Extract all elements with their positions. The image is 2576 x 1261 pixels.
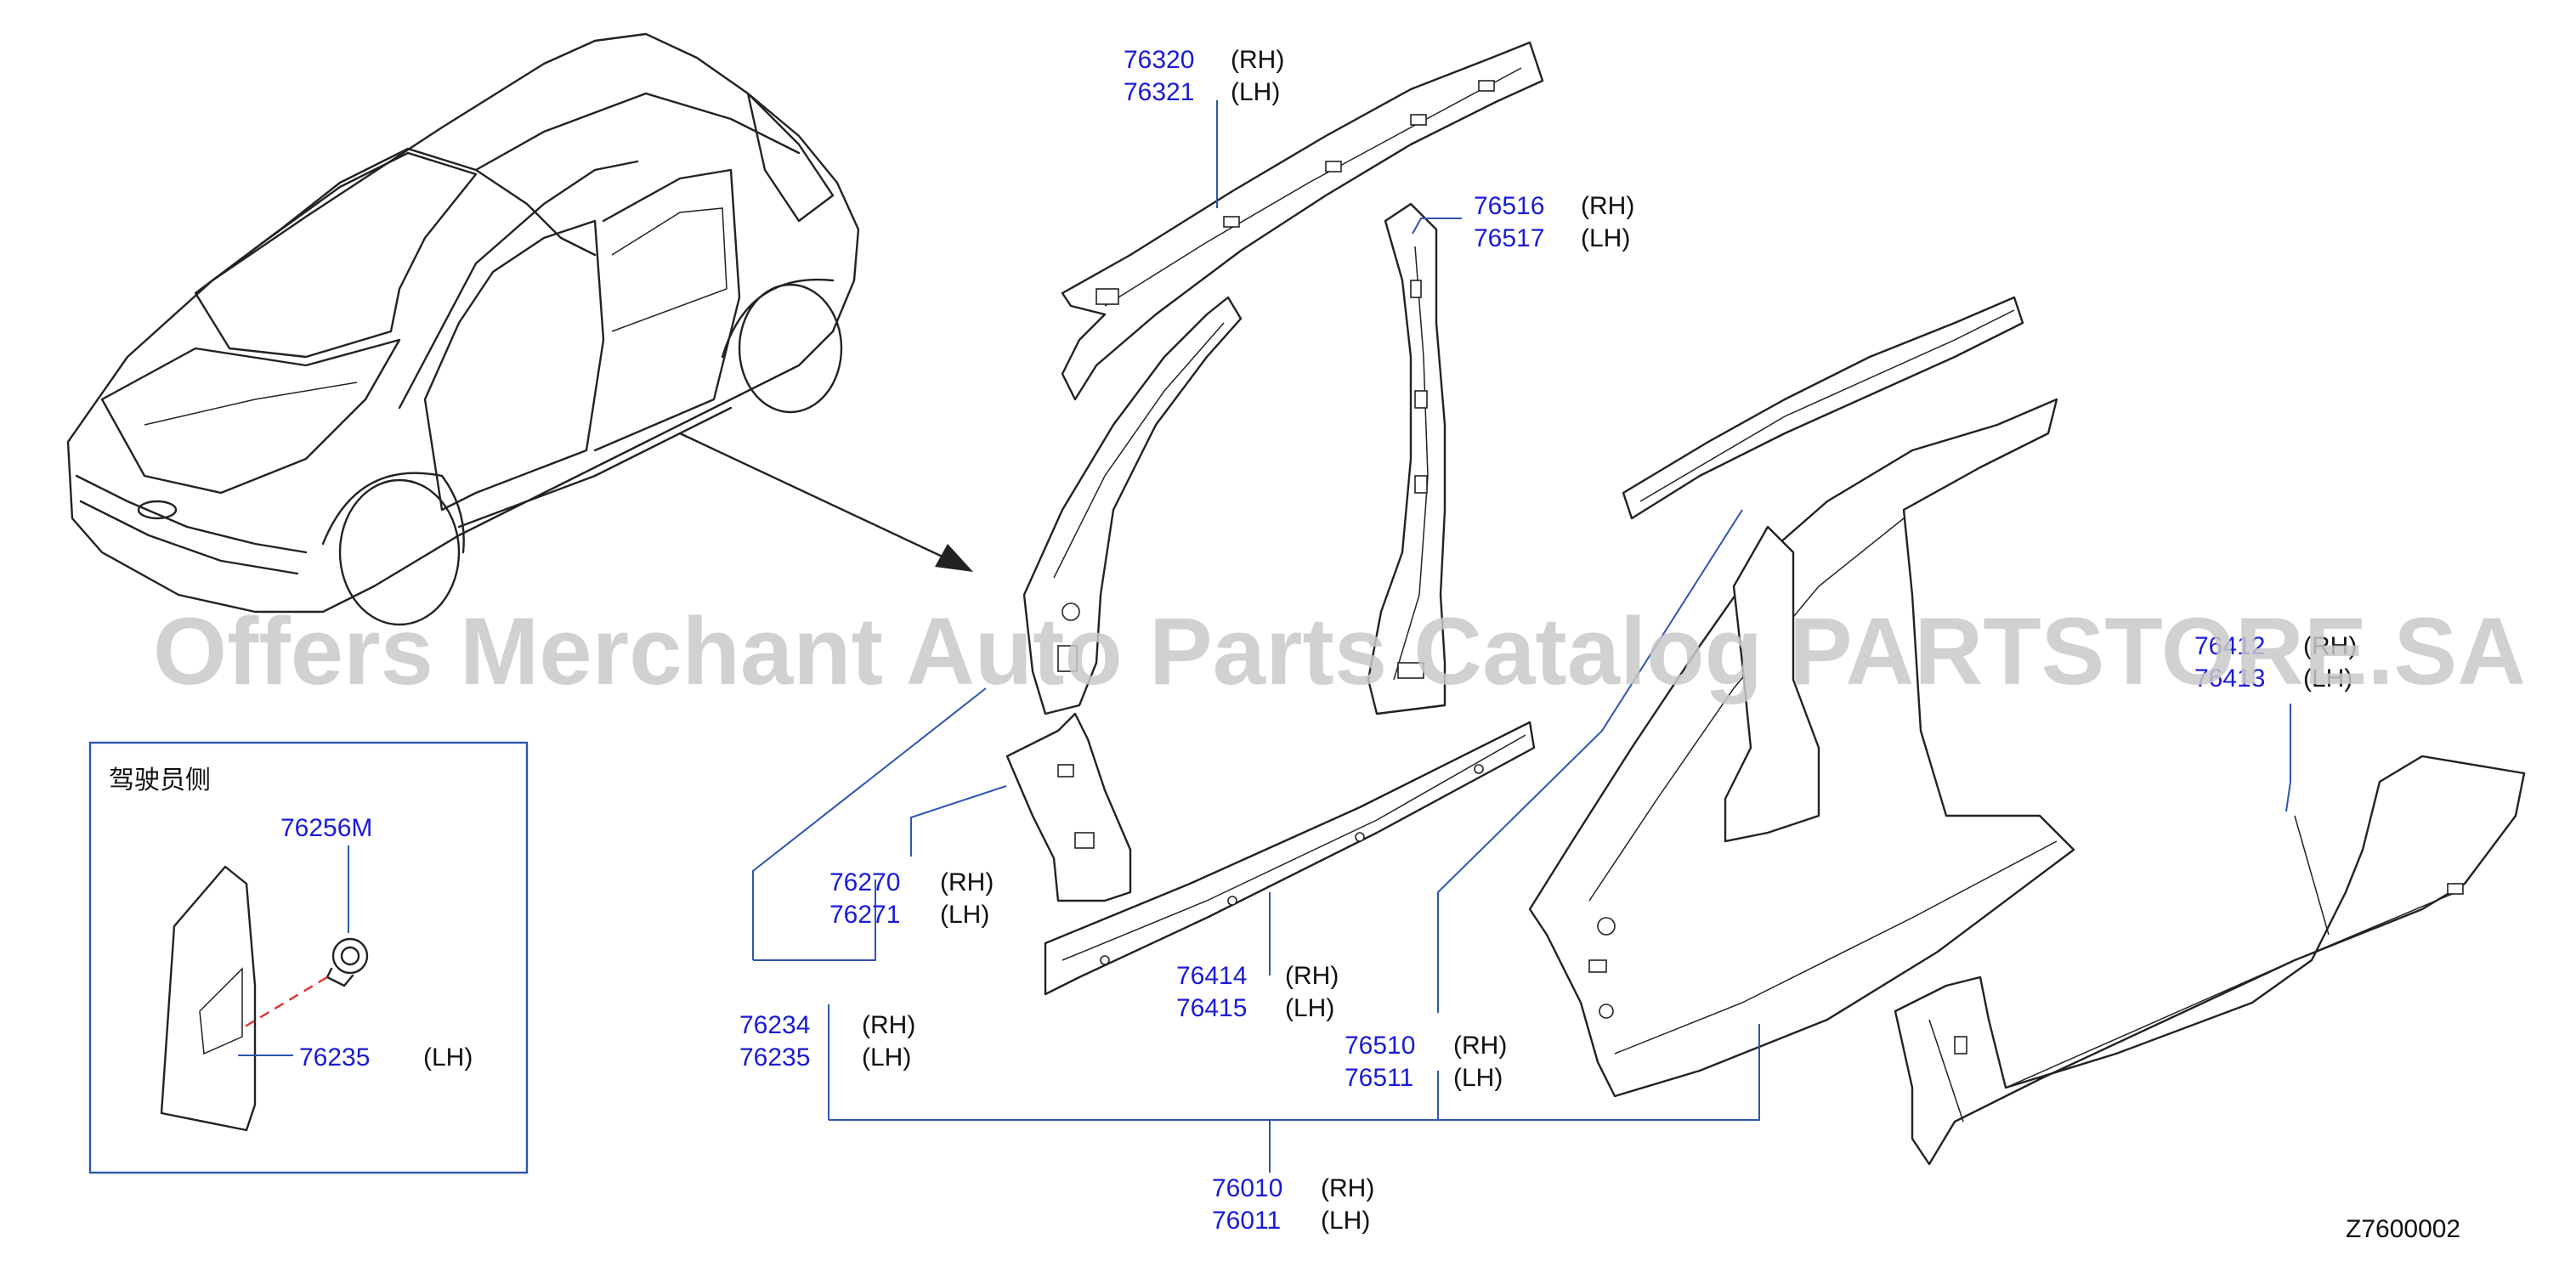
center-pillar-part — [1367, 202, 1447, 715]
callout-76511-side: (LH) — [1453, 1064, 1503, 1092]
callout-76321-side: (LH) — [1231, 78, 1280, 106]
callout-76321: 76321 — [1124, 78, 1194, 106]
callout-76517: 76517 — [1474, 224, 1544, 252]
callout-76320-side: (RH) — [1231, 46, 1284, 74]
callout-76010: 76010 — [1212, 1174, 1282, 1202]
sill-outer-part — [1894, 755, 2526, 1166]
callout-76235: 76235 — [739, 1043, 810, 1072]
callout-76516: 76516 — [1474, 192, 1544, 220]
front-pillar-part — [1005, 296, 1243, 902]
callout-76010-side: (RH) — [1321, 1174, 1374, 1202]
body-side-inner-part — [1528, 296, 2075, 1098]
callout-76413-side: (LH) — [2303, 664, 2352, 693]
callout-76516-side: (RH) — [1581, 192, 1634, 220]
callout-76415: 76415 — [1176, 994, 1247, 1022]
callout-76511: 76511 — [1345, 1064, 1413, 1092]
callout-labels: 76320 (RH) 76321 (LH) 76516 (RH) 76517 (… — [739, 46, 2357, 1235]
callout-76011-side: (LH) — [1321, 1207, 1370, 1235]
callout-76517-side: (LH) — [1581, 224, 1630, 252]
callout-76414: 76414 — [1176, 962, 1247, 990]
callout-76412: 76412 — [2194, 632, 2265, 660]
inset-panel-part-number: 76235 — [299, 1043, 370, 1072]
watermark-text: Offers Merchant Auto Parts Catalog PARTS… — [153, 598, 2526, 704]
callout-76271: 76271 — [829, 901, 900, 929]
car-overview — [66, 32, 973, 626]
callout-76412-side: (RH) — [2303, 632, 2357, 660]
callout-76510-side: (RH) — [1453, 1032, 1507, 1060]
callout-76234-side: (RH) — [862, 1011, 915, 1039]
callout-76320: 76320 — [1124, 46, 1194, 74]
inset-panel-side: (LH) — [423, 1043, 473, 1072]
callout-76234: 76234 — [739, 1011, 810, 1039]
callout-76270: 76270 — [829, 868, 900, 896]
callout-76415-side: (LH) — [1285, 994, 1334, 1022]
roof-rail-part — [1061, 41, 1544, 401]
diagram-code: Z7600002 — [2346, 1215, 2460, 1243]
leader-lines — [752, 100, 2291, 1173]
inset-clip-part-number: 76256M — [280, 814, 372, 842]
callout-76271-side: (LH) — [940, 901, 989, 929]
callout-76270-side: (RH) — [940, 868, 994, 896]
callout-76011: 76011 — [1212, 1207, 1281, 1235]
callout-76510: 76510 — [1345, 1032, 1415, 1060]
callout-76413: 76413 — [2194, 664, 2265, 693]
sill-inner-part — [1044, 721, 1536, 996]
callout-76235-side: (LH) — [862, 1043, 911, 1072]
inset-caption: 驾驶员侧 — [109, 766, 211, 794]
driver-side-inset: 驾驶员侧 76256M 76235 (LH) — [88, 741, 529, 1174]
callout-76414-side: (RH) — [1285, 962, 1339, 990]
